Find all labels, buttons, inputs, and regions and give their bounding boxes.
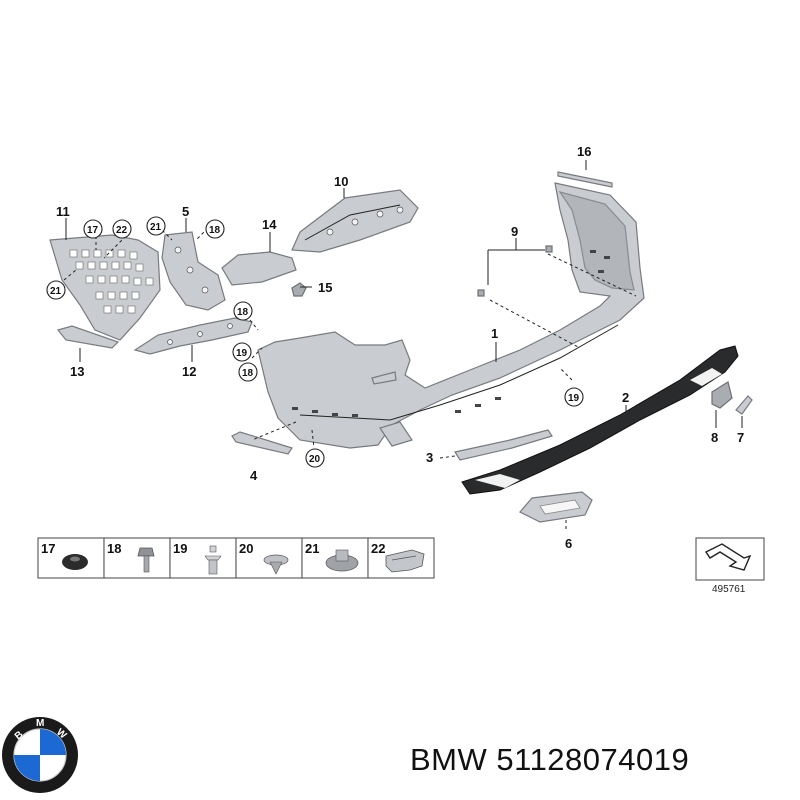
circled-19: 19 bbox=[568, 393, 580, 404]
spring-clip-icon bbox=[385, 549, 425, 573]
part-9-clips bbox=[477, 245, 553, 297]
part-13-reflector-strip bbox=[56, 325, 120, 349]
callout-10: 10 bbox=[334, 174, 348, 189]
callout-8: 8 bbox=[711, 430, 718, 445]
callout-1: 1 bbox=[491, 326, 498, 341]
svg-text:M: M bbox=[36, 718, 44, 729]
circled-18: 18 bbox=[242, 368, 254, 379]
arrow-icon bbox=[704, 543, 752, 571]
legend-label-18: 18 bbox=[107, 541, 121, 556]
legend-label-21: 21 bbox=[305, 541, 319, 556]
circled-18: 18 bbox=[209, 225, 221, 236]
callout-16: 16 bbox=[577, 144, 591, 159]
callout-7: 7 bbox=[737, 430, 744, 445]
circled-22: 22 bbox=[116, 225, 128, 236]
leader-lines bbox=[63, 160, 743, 530]
callout-12: 12 bbox=[182, 364, 196, 379]
part-15-clip bbox=[291, 282, 307, 297]
part-11-lattice-bracket bbox=[49, 234, 161, 341]
bmw-logo: B M W bbox=[2, 717, 78, 793]
callout-13: 13 bbox=[70, 364, 84, 379]
screw-icon bbox=[137, 547, 155, 573]
brand-name: BMW bbox=[410, 742, 488, 777]
circled-references: 17 22 21 18 21 18 19 18 19 20 bbox=[46, 216, 584, 468]
callout-6: 6 bbox=[565, 536, 572, 551]
part-14-bracket bbox=[221, 251, 297, 286]
circled-17: 17 bbox=[87, 225, 99, 236]
circled-20: 20 bbox=[309, 454, 321, 465]
legend-label-22: 22 bbox=[371, 541, 385, 556]
circled-19: 19 bbox=[236, 348, 248, 359]
part-caption: BMW 51128074019 bbox=[410, 742, 689, 778]
circled-18: 18 bbox=[237, 307, 249, 318]
rivet-icon bbox=[204, 545, 222, 575]
circled-21: 21 bbox=[50, 286, 62, 297]
part-10-upper-bracket bbox=[291, 189, 419, 253]
part-8-bracket bbox=[711, 381, 733, 409]
part-7-clip bbox=[735, 395, 753, 415]
callout-5: 5 bbox=[182, 204, 189, 219]
circled-21: 21 bbox=[150, 222, 162, 233]
callout-11: 11 bbox=[56, 204, 70, 219]
callout-15: 15 bbox=[318, 280, 332, 295]
part-5-side-bracket bbox=[161, 231, 226, 311]
part-3-reflector bbox=[454, 429, 553, 461]
grommet-icon bbox=[62, 554, 88, 570]
callout-4: 4 bbox=[250, 468, 258, 483]
part-16-trim-strip bbox=[557, 171, 613, 188]
reference-number: 495761 bbox=[712, 584, 746, 595]
nut-icon bbox=[325, 549, 359, 572]
part-6-exhaust-tip bbox=[519, 491, 593, 523]
callout-2: 2 bbox=[622, 390, 629, 405]
part-1-bumper-cover bbox=[257, 182, 645, 449]
part-12-carrier bbox=[133, 317, 253, 355]
part-2-diffuser bbox=[461, 345, 739, 495]
legend-label-19: 19 bbox=[173, 541, 187, 556]
legend-label-20: 20 bbox=[239, 541, 253, 556]
fastener-legend: 17 18 19 20 21 22 bbox=[37, 537, 435, 579]
callout-numbers: 16 10 14 15 5 11 13 12 9 1 2 3 4 6 8 7 bbox=[56, 144, 744, 551]
part-4-reflector bbox=[231, 431, 293, 455]
callout-3: 3 bbox=[426, 450, 433, 465]
callout-9: 9 bbox=[511, 224, 518, 239]
callout-14: 14 bbox=[262, 217, 277, 232]
legend-label-17: 17 bbox=[41, 541, 55, 556]
push-clip-icon bbox=[263, 554, 289, 575]
reference-box: 495761 bbox=[695, 537, 765, 595]
part-number: 51128074019 bbox=[496, 742, 690, 777]
